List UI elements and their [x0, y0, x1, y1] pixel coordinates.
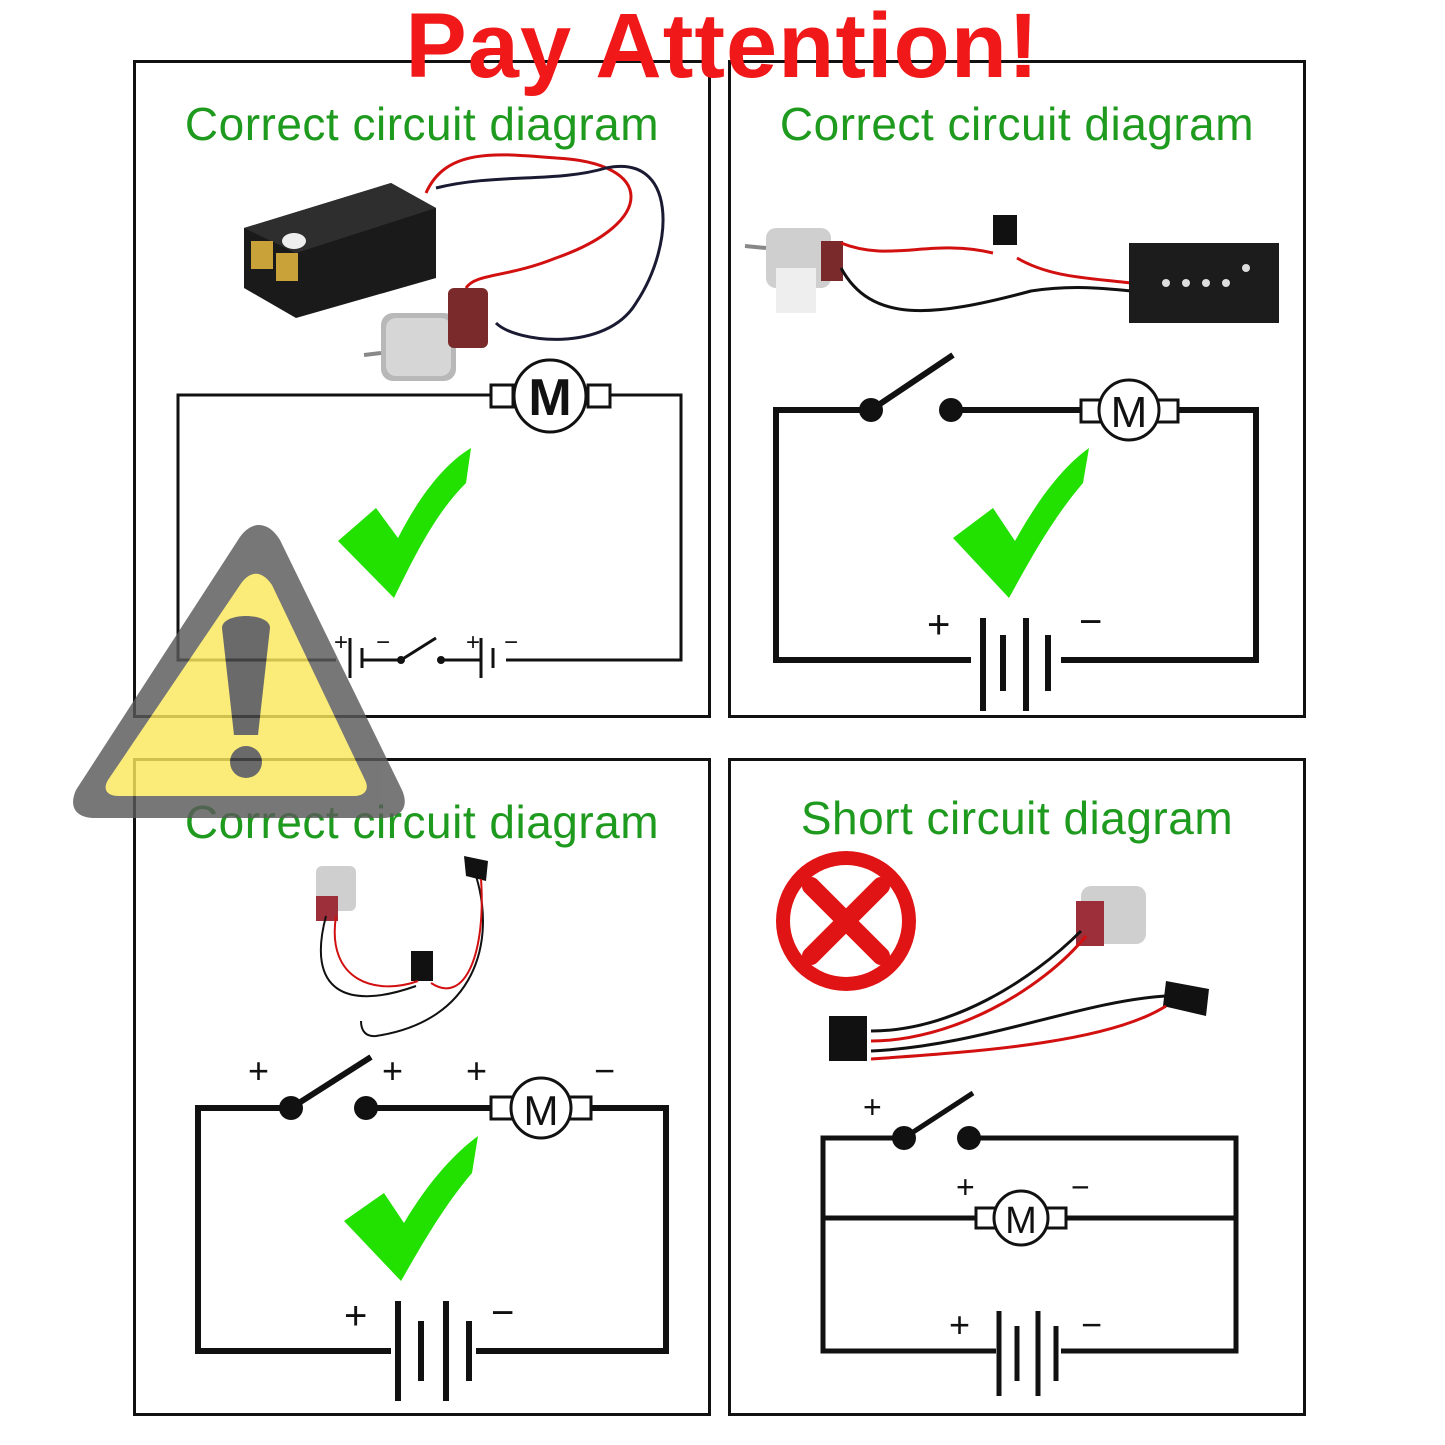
- panel-3-drawing: M + + + − + −: [195, 856, 669, 1401]
- panel-title: Correct circuit diagram: [779, 98, 1255, 150]
- switch-photo: [411, 951, 433, 981]
- circuit-2: [773, 352, 1259, 711]
- battery-sign: −: [491, 1291, 514, 1335]
- motor-photo: [1076, 886, 1146, 946]
- panel-correct-1: Correct circuit diagram: [133, 60, 711, 718]
- switch-sign: +: [248, 1050, 269, 1091]
- headline: Pay Attention!: [405, 0, 1040, 97]
- circuit-4: [820, 1090, 1239, 1396]
- battery-sign: −: [376, 629, 390, 656]
- switch-sign: +: [382, 1050, 403, 1091]
- motor-sign: +: [466, 1050, 487, 1091]
- panel-title: Correct circuit diagram: [184, 98, 660, 150]
- battery-holder-photo: [244, 183, 436, 318]
- panel-1-drawing: M + − + −: [176, 153, 683, 678]
- check-icon: [338, 448, 471, 598]
- switch-photo: [829, 1016, 867, 1061]
- battery-clip-photo: [464, 856, 488, 881]
- switch-sign: +: [863, 1089, 882, 1125]
- motor-sign: +: [956, 1169, 975, 1205]
- motor-label: M: [1005, 1200, 1037, 1242]
- panel-correct-2: Correct circuit diagram: [728, 60, 1306, 718]
- battery-sign: +: [344, 1294, 367, 1338]
- battery-sign: +: [466, 629, 480, 656]
- circuit-3: [195, 1054, 669, 1401]
- check-icon: [953, 448, 1089, 598]
- motor-label: M: [528, 369, 571, 427]
- cross-icon: [776, 851, 916, 991]
- panel-short-circuit: Short circuit diagram: [728, 758, 1306, 1416]
- battery-sign: +: [927, 603, 950, 647]
- battery-sign: +: [334, 629, 348, 656]
- battery-sign: −: [504, 629, 518, 656]
- motor-label: M: [1111, 388, 1148, 437]
- motor-sign: −: [594, 1050, 615, 1091]
- motor-sign: −: [1071, 1169, 1090, 1205]
- battery-sign: +: [949, 1304, 970, 1345]
- motor-photo: [744, 228, 843, 313]
- panel-title: Short circuit diagram: [800, 792, 1234, 844]
- check-icon: [344, 1136, 478, 1281]
- panel-4-drawing: M + + − + −: [776, 851, 1239, 1396]
- battery-sign: −: [1081, 1304, 1102, 1345]
- motor-label: M: [524, 1087, 559, 1134]
- panel-correct-3: Correct circuit diagram: [133, 758, 711, 1416]
- motor-photo: [363, 288, 488, 381]
- motor-photo: [316, 866, 356, 921]
- panel-2-drawing: M + −: [744, 215, 1279, 711]
- battery-sign: −: [1079, 600, 1102, 644]
- battery-clip-photo: [1163, 981, 1209, 1016]
- battery-holder-photo: [1129, 243, 1279, 323]
- switch-photo: [993, 215, 1017, 245]
